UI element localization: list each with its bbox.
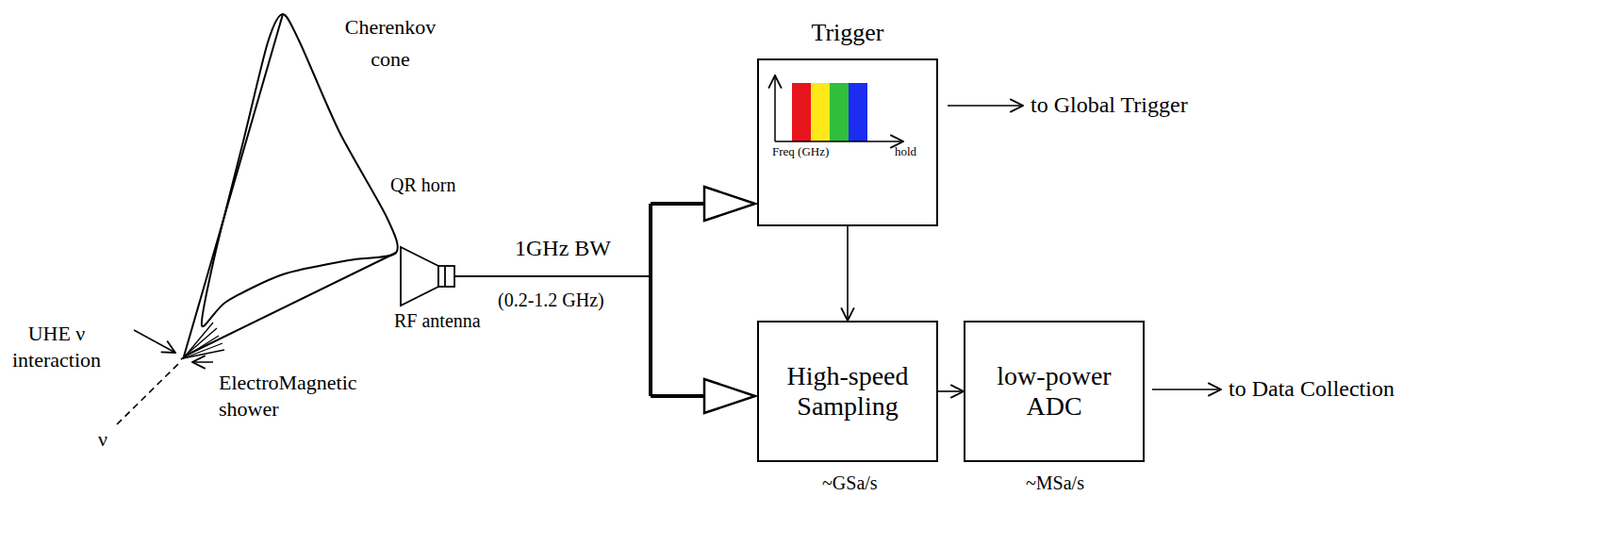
part-label: RF antenna [394, 309, 481, 333]
part-label: QR horn [390, 173, 456, 198]
process-box: low-power ADC [963, 320, 1145, 462]
cone-edge [183, 252, 396, 357]
trigger-heading: Trigger [758, 18, 937, 48]
box-text: low-power ADC [978, 361, 1130, 422]
rate-label: ~GSa/s [822, 471, 878, 495]
shower-label: ElectroMagnetic shower [218, 369, 380, 422]
bandwidth-label: 1GHz BW [514, 233, 611, 263]
signal-arrow [938, 390, 964, 393]
interaction-label: UHE ν interaction [1, 320, 112, 373]
spectrum-chart [775, 75, 904, 142]
trigger-box: TriggerFreq (GHz)hold [757, 58, 939, 227]
cone-label: Cherenkov cone [341, 11, 440, 76]
amplifier-symbol [704, 186, 756, 413]
rate-label: ~MSa/s [1025, 471, 1085, 495]
output-label: to Data Collection [1228, 374, 1395, 403]
output-arrow [947, 104, 1023, 107]
process-box: High-speed Sampling [757, 320, 939, 462]
neutrino-symbol: ν [98, 426, 108, 453]
output-arrow [1152, 388, 1221, 391]
output-label: to Global Trigger [1030, 90, 1188, 119]
cone-ring [201, 14, 398, 327]
cone-edge [183, 14, 283, 357]
neutrino-track [116, 362, 180, 425]
pointer-arrow [192, 361, 214, 363]
pointer-arrow [133, 329, 176, 353]
axis-label: hold [894, 145, 917, 160]
horn-antenna [400, 247, 455, 306]
cherenkov-cone [183, 14, 398, 357]
bandwidth-label: (0.2-1.2 GHz) [497, 288, 605, 313]
box-text: High-speed Sampling [772, 361, 924, 422]
signal-arrow [846, 226, 849, 321]
em-shower [181, 322, 225, 360]
axis-label: Freq (GHz) [772, 145, 829, 160]
feed-cable [454, 203, 705, 396]
